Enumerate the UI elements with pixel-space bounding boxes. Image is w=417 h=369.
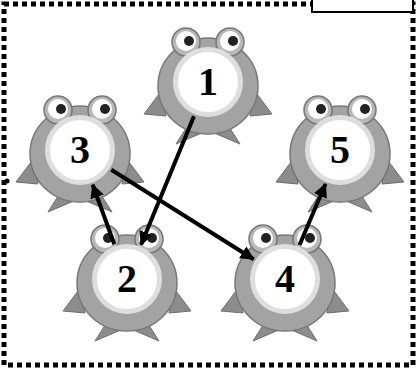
arrow: [300, 184, 326, 245]
dot: [5, 179, 10, 184]
fish-figure: [16, 96, 144, 212]
fish-ring: 3: [45, 115, 115, 185]
fish-figure: [276, 96, 404, 212]
dotted-frame: [4, 4, 413, 365]
fish-ring: 4: [250, 244, 320, 314]
corner-box: [312, 0, 413, 12]
fish-number: 5: [330, 130, 350, 170]
arrow: [93, 185, 115, 244]
fish-figure: [144, 28, 272, 144]
fish-ring: 2: [92, 244, 162, 314]
fish-figure: [63, 225, 191, 341]
fish-number: 1: [198, 62, 218, 102]
fish-number: 2: [117, 259, 137, 299]
fish-figure: [221, 225, 349, 341]
fish-ring: 5: [305, 115, 375, 185]
fish-number: 4: [275, 259, 295, 299]
fish-number: 3: [70, 130, 90, 170]
fish-ring: 1: [173, 47, 243, 117]
arrow: [141, 116, 194, 245]
